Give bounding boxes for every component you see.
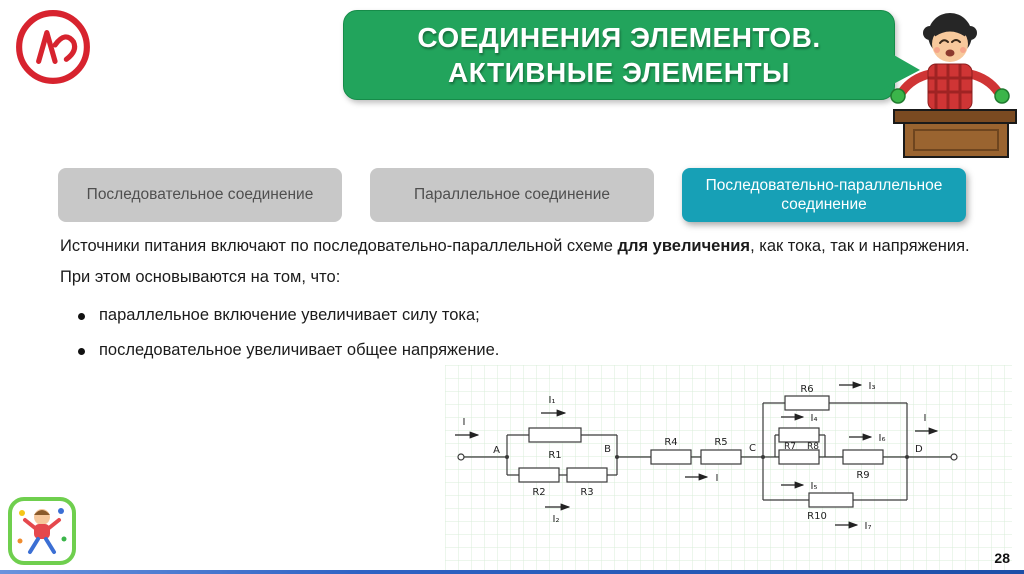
node-label-b: B — [604, 444, 611, 455]
resistor-label-r8: R8 — [807, 442, 819, 452]
current-label-i3: I₃ — [869, 381, 876, 392]
current-label-i4: I₄ — [811, 413, 818, 424]
node-label-c: C — [749, 443, 756, 454]
circuit-diagram-svg: R1 R2 R3 R4 R5 R6 R7 R8 R9 R10 A B C D I… — [445, 365, 1012, 570]
hand-icon — [994, 88, 1010, 104]
presenter-illustration — [878, 13, 1017, 158]
tab-parallel-connection[interactable]: Параллельное соединение — [370, 168, 654, 222]
bullet-icon — [78, 312, 85, 320]
current-label-i7: I₇ — [865, 521, 872, 532]
resistor-r9 — [842, 449, 884, 465]
slide-title: СОЕДИНЕНИЯ ЭЛЕМЕНТОВ. АКТИВНЫЕ ЭЛЕМЕНТЫ — [343, 10, 895, 100]
resistor-r6 — [784, 395, 830, 411]
list-item: параллельное включение увеличивает силу … — [78, 306, 972, 325]
current-label-i2: I₂ — [553, 514, 560, 525]
resistor-r4 — [650, 449, 692, 465]
resistor-r10 — [808, 492, 854, 508]
bullet-text: последовательное увеличивает общее напря… — [99, 340, 500, 359]
tab-label: Параллельное соединение — [414, 186, 610, 203]
resistor-r1 — [528, 427, 582, 443]
intro-text-bold: для увеличения — [617, 237, 751, 255]
current-label-i-mid: I — [716, 473, 719, 484]
bullet-icon — [78, 347, 85, 355]
intro-text-start: Источники питания включают по последоват… — [60, 237, 618, 255]
slide-title-line-2: АКТИВНЫЕ ЭЛЕМЕНТЫ — [448, 57, 790, 88]
bullet-list: параллельное включение увеличивает силу … — [60, 306, 972, 360]
terminal-icon — [950, 453, 958, 461]
resistor-label-r2: R2 — [532, 487, 545, 498]
resistor-label-r10: R10 — [807, 511, 827, 522]
resistor-label-r6: R6 — [800, 384, 813, 395]
mascot-icon — [8, 497, 76, 565]
hand-icon — [890, 88, 906, 104]
desk-icon — [893, 109, 1017, 158]
page-number: 28 — [994, 550, 1010, 566]
speech-bubble-tail — [878, 46, 920, 92]
tab-label: Последовательное соединение — [86, 186, 314, 203]
tab-label: Последовательно-параллельное соединение — [705, 176, 943, 213]
company-logo-icon — [16, 10, 90, 84]
tab-series-connection[interactable]: Последовательное соединение — [58, 168, 342, 222]
slide-body: Источники питания включают по последоват… — [60, 234, 972, 376]
lead-in-text: При этом основываются на том, что: — [60, 267, 341, 286]
resistor-r2 — [518, 467, 560, 483]
current-label-i5: I₅ — [811, 481, 818, 492]
intro-text-end: , как тока, так и напряжения. — [750, 237, 970, 255]
footer-accent-line — [0, 570, 1024, 574]
resistor-r8 — [778, 449, 820, 465]
current-label-i6: I₆ — [879, 433, 886, 444]
node-label-a: A — [493, 445, 500, 456]
intro-paragraph: Источники питания включают по последоват… — [60, 234, 972, 259]
tab-bar: Последовательное соединение Параллельное… — [58, 168, 966, 222]
resistor-r3 — [566, 467, 608, 483]
current-label-i1: I₁ — [549, 395, 556, 406]
current-label-i-right: I — [924, 413, 927, 424]
terminal-icon — [457, 453, 465, 461]
resistor-r7 — [778, 427, 820, 443]
resistor-label-r7: R7 — [784, 442, 796, 452]
node-label-d: D — [915, 444, 923, 455]
circuit-diagram: R1 R2 R3 R4 R5 R6 R7 R8 R9 R10 A B C D I… — [445, 365, 1012, 570]
resistor-label-r9: R9 — [856, 470, 869, 481]
bullet-text: параллельное включение увеличивает силу … — [99, 305, 480, 324]
list-item: последовательное увеличивает общее напря… — [78, 341, 972, 360]
current-label-i-left: I — [463, 417, 466, 428]
resistor-label-r1: R1 — [548, 450, 561, 461]
slide-title-line-1: СОЕДИНЕНИЯ ЭЛЕМЕНТОВ. — [417, 22, 821, 53]
resistor-r5 — [700, 449, 742, 465]
resistor-label-r5: R5 — [714, 437, 727, 448]
resistor-label-r4: R4 — [664, 437, 677, 448]
resistor-label-r3: R3 — [580, 487, 593, 498]
tab-series-parallel-connection[interactable]: Последовательно-параллельное соединение — [682, 168, 966, 222]
